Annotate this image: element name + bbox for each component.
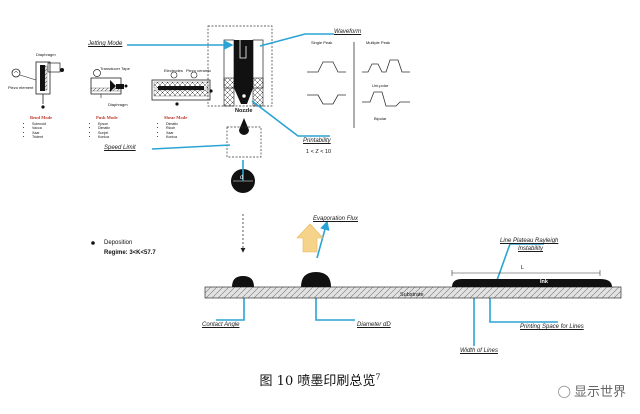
figure-caption: 图 10 喷墨印刷总览7 — [0, 370, 640, 389]
wechat-icon: ◯ — [557, 383, 571, 398]
list-item: Xaar — [166, 131, 178, 135]
label-speed-limit: Speed Limit — [104, 145, 136, 151]
substrate — [204, 286, 622, 299]
list-item: Trident — [32, 135, 46, 139]
deposition-bullet — [91, 241, 95, 245]
list-item: Vacca — [32, 126, 46, 130]
label-piezo-ceramic: Piezo ceramic — [186, 68, 212, 73]
bend-mode-list: Solenoid Vacca Xaar Trident — [26, 122, 46, 140]
label-electrodes: Electrodes — [164, 68, 183, 73]
label-piezo-element: Piezo element — [8, 85, 34, 90]
label-ink: Ink — [540, 279, 548, 285]
label-diaphragm: Diaphragm — [36, 52, 56, 57]
label-regime: Regime: 3<K<57.7 — [104, 250, 156, 256]
label-printing-space: Printing Space for Lines — [520, 324, 584, 330]
watermark: ◯ 显示世界 — [557, 381, 626, 401]
list-item: Epson — [98, 122, 110, 126]
label-bipolar: Bipolar — [374, 116, 387, 121]
label-diaphragm-2: Diaphragm — [108, 102, 128, 107]
bend-mode-title: Bend Mode — [30, 115, 53, 120]
list-item: Xaar — [32, 131, 46, 135]
push-mode-title: Push Mode — [96, 115, 118, 120]
label-substrate: Substrate — [400, 292, 424, 298]
shear-mode-title: Shear Mode — [164, 115, 188, 120]
watermark-text: 显示世界 — [573, 385, 626, 400]
list-item: Dimatix — [98, 126, 110, 130]
push-mode-device — [90, 69, 128, 98]
label-diameter: Diameter dD — [357, 322, 391, 328]
label-transducer-tape: Transducer Tape — [100, 66, 130, 71]
label-line-plateau: Line Plateau Rayleigh — [500, 238, 559, 244]
waveform-plots — [307, 42, 410, 128]
list-item: Konica — [98, 135, 110, 139]
ink-line — [452, 279, 612, 287]
label-evaporation-flux: Evaporation Flux — [313, 216, 359, 222]
label-contact-angle: Contact Angle — [202, 322, 240, 328]
label-width-of-lines: Width of Lines — [460, 348, 498, 354]
label-multiple-peak: Multiple Peak — [366, 40, 391, 45]
label-length-l: L — [521, 265, 525, 271]
shear-mode-list: Dimatix Ricoh Xaar Konica — [160, 122, 178, 140]
bend-mode-device — [11, 61, 64, 109]
nozzle-schematic — [207, 25, 273, 253]
evaporation-flux-arrow — [296, 223, 324, 253]
shear-mode-device — [151, 71, 213, 106]
caption-superscript: 7 — [375, 372, 381, 382]
list-item: Ricoh — [166, 126, 178, 130]
label-jetting-mode: Jetting Mode — [88, 41, 123, 47]
caption-text: 图 10 喷墨印刷总览 — [259, 374, 376, 389]
label-deposition: Deposition — [104, 240, 133, 246]
label-single-peak: Single Peak — [311, 40, 333, 45]
label-nozzle: Nozzle — [235, 108, 253, 114]
label-waveform: Waveform — [334, 29, 362, 35]
label-unipolar: Uni-polar — [372, 83, 389, 88]
label-printability-range: 1 < Z < 10 — [306, 149, 332, 155]
label-printability: Printability — [303, 138, 331, 144]
list-item: Solenoid — [32, 122, 46, 126]
list-item: Konica — [166, 135, 178, 139]
droplet-small — [232, 276, 254, 287]
label-instability: Instability — [518, 246, 544, 252]
callout-lines — [127, 33, 558, 346]
push-mode-list: Epson Dimatix Sunjet Konica — [92, 122, 110, 140]
droplet-large — [301, 272, 331, 287]
list-item: Sunjet — [98, 131, 110, 135]
label-drop-d: d — [240, 175, 244, 181]
length-dimension — [451, 270, 601, 276]
list-item: Dimatix — [166, 122, 178, 126]
